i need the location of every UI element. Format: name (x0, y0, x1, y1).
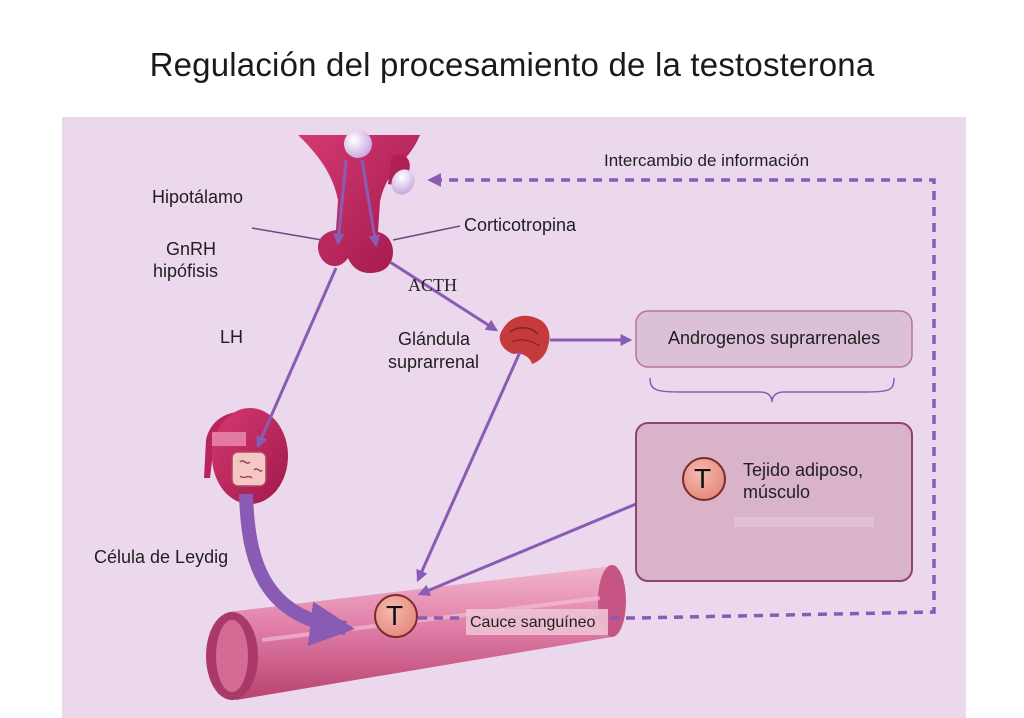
hypothalamus-pituitary (251, 130, 461, 274)
brace (649, 377, 895, 403)
label-bloodstream: Cauce sanguíneo (470, 614, 596, 631)
label-adrenal-androgens: Androgenos suprarrenales (668, 328, 881, 348)
label-adrenal-gland-1: Glándula (398, 329, 471, 349)
label-corticotropin: Corticotropina (464, 215, 577, 235)
label-acth: ACTH (408, 275, 457, 295)
testis (204, 408, 288, 504)
label-adipose-2: músculo (743, 482, 811, 502)
t-symbol-adipose: T (694, 463, 712, 494)
t-circle-adipose (682, 457, 726, 501)
t-circle-blood (374, 594, 418, 638)
label-adipose-1: Tejido adiposo, (743, 460, 864, 480)
label-leydig: Célula de Leydig (94, 547, 229, 567)
label-feedback: Intercambio de información (604, 151, 810, 170)
androgens-box (635, 310, 913, 368)
label-pituitary: hipófisis (153, 261, 219, 281)
t-symbol-blood: T (386, 600, 404, 631)
label-lh: LH (220, 327, 244, 347)
label-hypothalamus: Hipotálamo (152, 187, 244, 207)
diagram-title: Regulación del procesamiento de la testo… (149, 46, 875, 83)
blood-vessel (206, 565, 626, 700)
adrenal-gland (499, 315, 550, 364)
label-gnrh: GnRH (166, 239, 217, 259)
label-adrenal-gland-2: suprarrenal (388, 352, 480, 372)
arrows (239, 260, 685, 646)
bloodstream-label-bg (466, 609, 608, 635)
